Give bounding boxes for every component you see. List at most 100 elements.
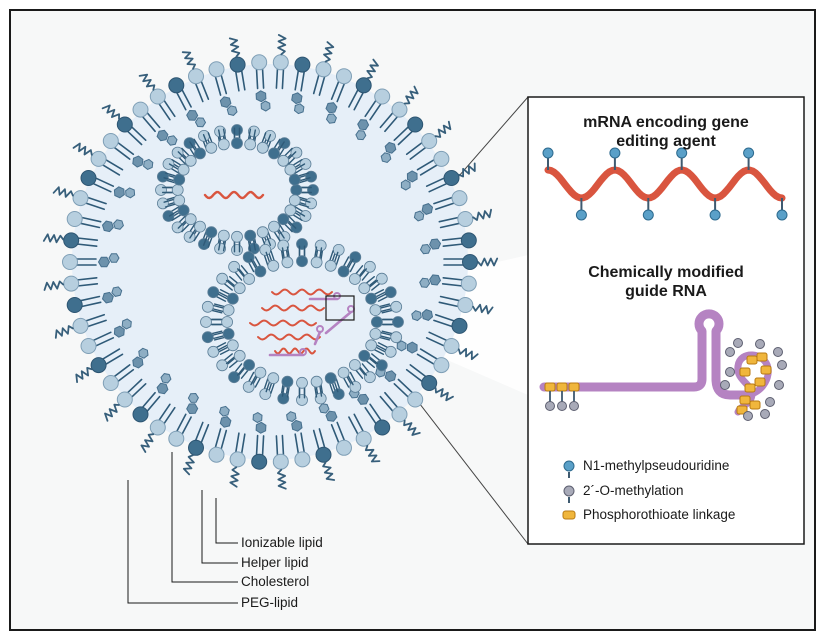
vesicle-lipid-head [290, 221, 303, 234]
vesicle-lipid-tail [333, 381, 339, 393]
legend-phospho-icon [562, 510, 576, 520]
peg-chain [140, 433, 155, 453]
vesicle-lipid-tail [207, 132, 213, 144]
vesicle-lipid-tail [273, 138, 281, 149]
vesicle-lipid-tail [343, 377, 350, 388]
cholesterol-molecule [132, 155, 144, 168]
phosphorothioate-link [754, 377, 766, 387]
vesicle-lipid-tail [218, 346, 229, 353]
legend-omethyl-label: 2´-O-methylation [583, 483, 684, 498]
peg-chain [403, 419, 421, 436]
lipid-tail [94, 336, 115, 348]
ionizable-lipid-head [355, 77, 372, 94]
lipid-tail [145, 395, 161, 413]
cholesterol-molecule [138, 347, 149, 359]
guide-rna-loop [316, 325, 324, 333]
cholesterol-molecule [357, 393, 370, 405]
inset-guide-rna [539, 309, 787, 421]
ionizable-lipid-head [90, 357, 107, 374]
ionizable-lipid-head [315, 446, 332, 463]
vesicle-lipid-head [217, 229, 230, 242]
peg-chain [434, 120, 452, 138]
ionizable-lipid-head [66, 297, 83, 313]
vesicle-lipid-tail [236, 366, 245, 376]
ionizable-lipid-head [63, 232, 80, 249]
lipid-tail [384, 115, 399, 133]
ionizable-lipid-head [251, 453, 268, 470]
vesicle-lipid-tail [222, 240, 227, 252]
phosphorothioate-link [746, 355, 758, 365]
helper-lipid-head [315, 61, 332, 78]
peg-chain [403, 85, 419, 105]
omethyl-mark [720, 380, 730, 390]
lipid-tail [91, 331, 112, 342]
mrna-strand [274, 347, 316, 355]
lipid-tail [434, 202, 456, 211]
vesicle-lipid-tail [278, 141, 285, 152]
lipid-tail [425, 336, 446, 348]
n1-methylpseudouridine-mark [575, 209, 587, 221]
vesicle-lipid-tail [215, 342, 227, 349]
vesicle-lipid-tail [217, 344, 228, 351]
vesicle-lipid-tail [314, 246, 318, 258]
lipid-tail [86, 196, 107, 205]
lipid-tail [438, 216, 460, 223]
vesicle-lipid-head [296, 376, 308, 389]
lipid-tail [294, 433, 300, 455]
vesicle-lipid-tail [193, 138, 201, 149]
omethyl-mark [725, 347, 735, 357]
helper-lipid-head [294, 451, 311, 468]
vesicle-lipid-head [222, 327, 235, 340]
vesicle-lipid-head [221, 316, 234, 328]
vesicle-lipid-head [194, 147, 206, 160]
phosphorothioate-link [749, 400, 761, 410]
lipid-tail [84, 202, 105, 211]
vesicle-lipid-tail [298, 203, 310, 208]
peg-chain [364, 444, 381, 463]
lipid-tail [369, 403, 383, 422]
helper-lipid-head [433, 150, 450, 167]
vesicle-lipid-head [184, 154, 197, 167]
vesicle-lipid-head [233, 282, 246, 295]
vesicle-lipid-tail [284, 147, 293, 157]
vesicle-lipid-tail [261, 132, 267, 144]
vesicle-lipid-tail [212, 304, 224, 309]
vesicle-lipid-tail [367, 279, 378, 287]
cholesterol-molecule [143, 158, 154, 170]
lipid-tail [162, 98, 176, 118]
vesicle-lipid-tail [361, 271, 370, 281]
lipid-tail [419, 348, 439, 361]
vesicle-lipid-head [259, 243, 272, 256]
vesicle-lipid-tail [228, 276, 239, 284]
helper-lipid-head [208, 446, 225, 463]
vesicle-lipid-head [324, 372, 337, 385]
ionizable-lipid-head [462, 254, 478, 270]
vesicle-lipid-head [216, 272, 229, 285]
vesicle-lipid-tail [375, 291, 386, 298]
vesicle-lipid-head [217, 138, 230, 151]
vesicle-lipid-head [390, 331, 403, 344]
peg-chain [75, 367, 93, 383]
vesicle-lipid-head [231, 137, 243, 150]
vesicle-lipid-head [299, 158, 312, 170]
helper-lipid-head [132, 101, 149, 118]
vesicle-lipid-tail [228, 360, 239, 368]
label-helper-lipid: Helper lipid [241, 555, 309, 570]
phosphorothioate-link [756, 352, 768, 362]
n1-methylpseudouridine-mark [776, 209, 788, 221]
lipid-tail [294, 69, 300, 91]
vesicle-lipid-tail [263, 378, 269, 390]
vesicle-lipid-head [171, 146, 184, 159]
peg-chain [54, 325, 74, 339]
lipid-tail [214, 428, 222, 449]
vesicle-lipid-tail [181, 223, 190, 233]
cholesterol-molecule [421, 203, 434, 215]
lipid-tail [275, 67, 279, 89]
cholesterol-molecule [255, 90, 267, 103]
lipid-tail [330, 79, 340, 100]
vesicle-lipid-head [177, 163, 190, 176]
vesicle-lipid-head [296, 394, 308, 406]
vesicle-lipid-tail [178, 157, 188, 166]
helper-lipid-head [80, 338, 97, 354]
